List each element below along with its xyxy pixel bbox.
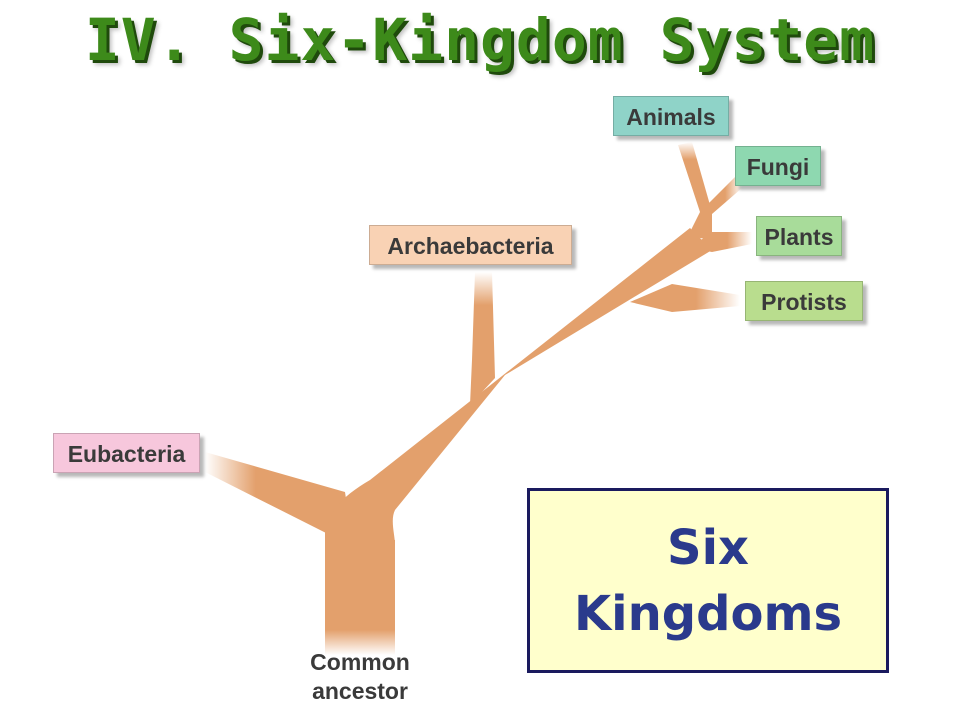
callout-line2: Kingdoms [573,585,843,642]
kingdom-label-fungi: Fungi [735,146,821,186]
callout-line1: Six [667,519,749,576]
six-kingdoms-callout: Six Kingdoms [527,488,889,673]
kingdom-label-protists: Protists [745,281,863,321]
protists-branch [630,284,740,312]
main-branch [325,228,712,545]
animals-branch [678,142,712,212]
kingdom-label-archaebacteria: Archaebacteria [369,225,572,265]
common-ancestor-line1: Common [310,649,410,675]
kingdom-label-animals: Animals [613,96,729,136]
page-title: IV. Six-Kingdom System [84,6,876,74]
trunk-branch [325,530,395,655]
kingdom-label-plants: Plants [756,216,842,256]
archaebacteria-branch [470,272,495,405]
common-ancestor-label: Common ancestor [290,648,430,706]
fungi-branch [700,177,742,214]
common-ancestor-line2: ancestor [312,678,408,704]
kingdom-label-eubacteria: Eubacteria [53,433,200,473]
upper-fork-branch [688,212,712,240]
eubacteria-branch [205,452,350,535]
